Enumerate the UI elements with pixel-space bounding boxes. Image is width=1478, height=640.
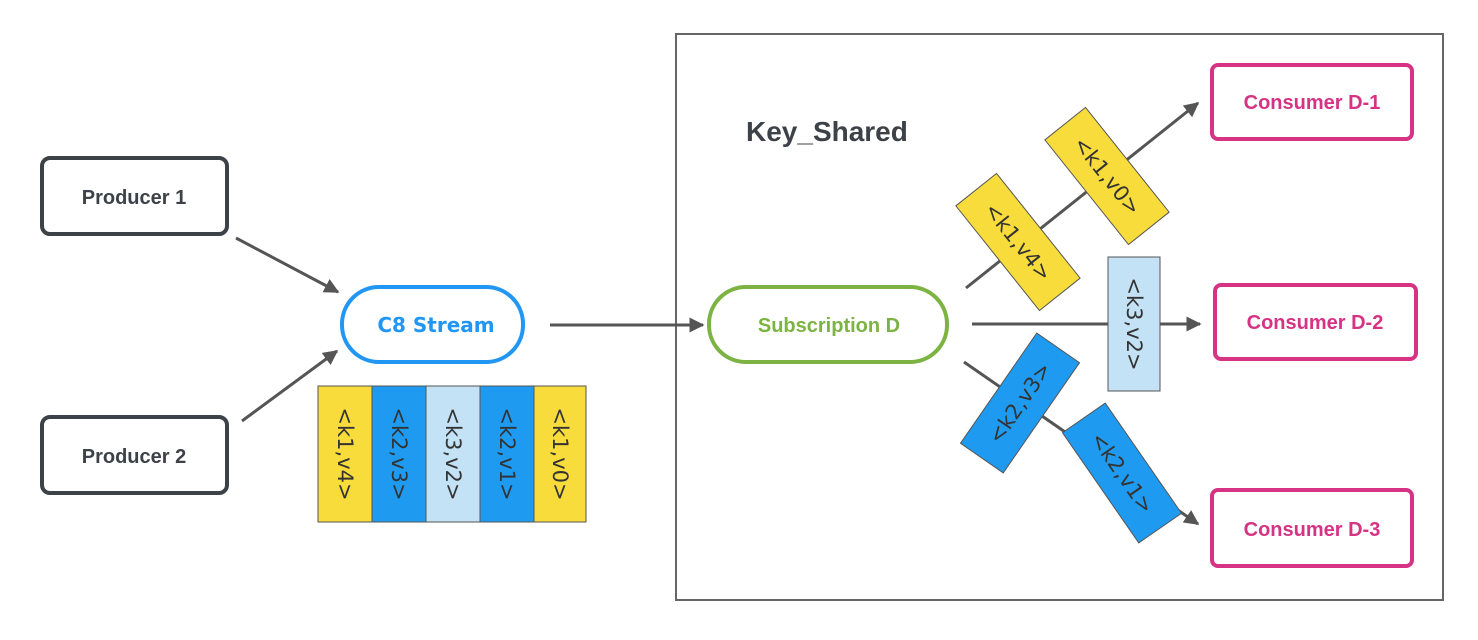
stream-message: <k2,v3> [371,385,427,523]
stream-message-label: <k1,v0> [548,407,572,500]
stream-message-label: <k1,v4> [333,407,357,500]
consumer-d-3-label: Consumer D-3 [1244,519,1381,541]
stream-message: <k1,v4> [317,385,373,523]
subscription-label: Subscription D [758,315,900,337]
stream-message-label: <k2,v1> [495,407,519,500]
routed-message: <k1,v4> [955,172,1081,312]
stream-message-label: <k2,v3> [387,407,411,500]
consumer-d-2-label: Consumer D-2 [1247,312,1384,334]
routed-message-label: <k3,v2> [1122,277,1146,370]
producer-1-node: Producer 1 [40,156,229,236]
routed-message: <k1,v0> [1044,106,1170,246]
consumer-d-2-node: Consumer D-2 [1213,283,1418,361]
consumer-d-1-node: Consumer D-1 [1210,63,1414,141]
stream-node: C8 Stream [340,285,525,364]
stream-message: <k2,v1> [479,385,535,523]
subscription-node: Subscription D [707,285,949,364]
producer-1-label: Producer 1 [82,187,186,209]
consumer-d-1-label: Consumer D-1 [1244,92,1381,114]
key-shared-frame [675,33,1444,601]
stream-message-queue: <k1,v4> <k2,v3> <k3,v2> <k2,v1> <k1,v0> [317,385,587,523]
producer-2-label: Producer 2 [82,446,186,468]
stream-message-label: <k3,v2> [441,407,465,500]
producer-2-node: Producer 2 [40,415,229,495]
stream-message: <k3,v2> [425,385,481,523]
key-shared-title: Key_Shared [746,116,908,147]
consumer-d-3-node: Consumer D-3 [1210,488,1414,568]
arrow-producer-1-to-stream [235,236,340,294]
routed-message: <k2,v3> [959,332,1081,474]
arrow-producer-2-to-stream [241,349,339,423]
stream-label: C8 Stream [377,313,494,337]
stream-message: <k1,v0> [533,385,587,523]
routed-message: <k2,v1> [1061,402,1183,544]
routed-message: <k3,v2> [1107,256,1161,392]
